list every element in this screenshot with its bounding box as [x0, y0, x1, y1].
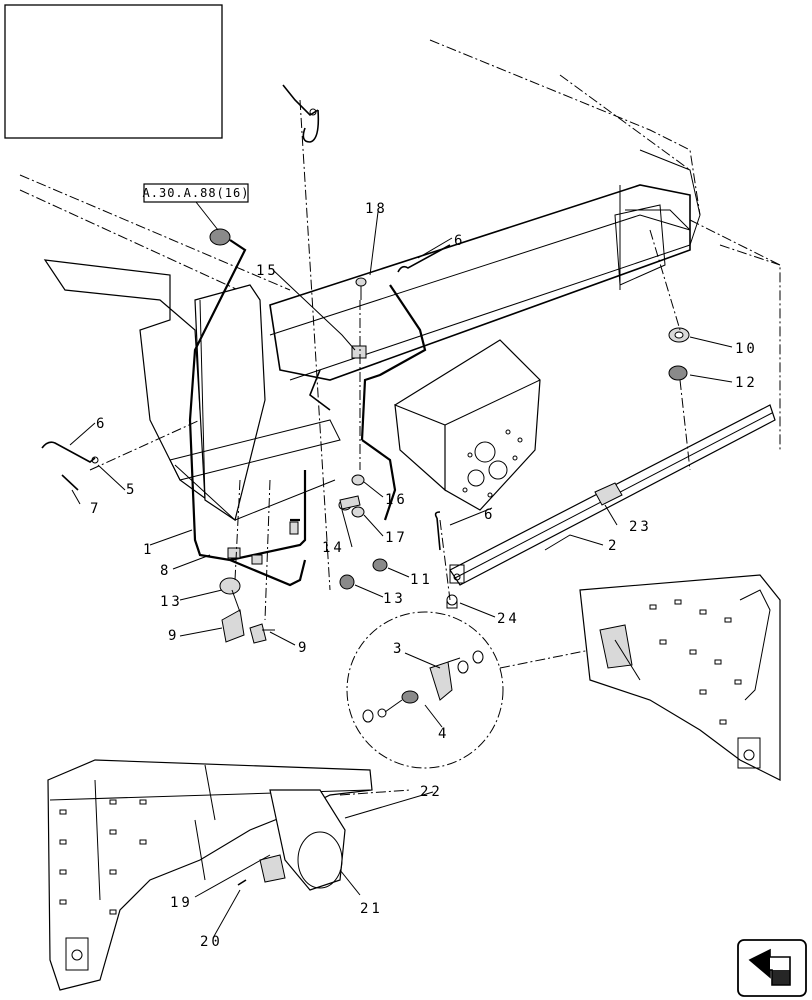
bolt-9a — [221, 589, 245, 643]
callout-19: 19 — [170, 895, 193, 911]
callout-12: 12 — [735, 375, 758, 391]
callout-11: 11 — [410, 572, 433, 588]
callout-10: 10 — [735, 341, 758, 357]
washer-13a — [219, 577, 241, 595]
title-box — [4, 4, 223, 139]
callout-24: 24 — [497, 611, 520, 627]
reference-tag[interactable]: A.30.A.88(16) — [143, 183, 250, 231]
callout-8: 8 — [160, 563, 171, 579]
pipe-assembly — [188, 228, 307, 587]
callout-6a: 6 — [96, 416, 107, 432]
nut-12 — [668, 365, 688, 381]
detail-view-left — [47, 759, 411, 991]
callout-20: 20 — [200, 934, 223, 950]
detail-circle — [346, 611, 591, 769]
gearbox-housing — [394, 339, 541, 511]
rail-assembly — [446, 404, 776, 609]
hook-top — [282, 84, 320, 143]
hook-lower — [434, 511, 441, 551]
callout-9a: 9 — [168, 628, 179, 644]
callout-13a: 13 — [160, 594, 183, 610]
callout-4: 4 — [438, 726, 449, 742]
main-frame — [19, 39, 781, 450]
hook-right-mid — [397, 244, 451, 273]
callout-14: 14 — [322, 540, 345, 556]
callout-21: 21 — [360, 901, 383, 917]
bolt-9b — [249, 623, 275, 644]
nut-11 — [372, 558, 388, 572]
callout-9b: 9 — [298, 640, 309, 656]
washer-10 — [668, 327, 690, 343]
callout-2: 2 — [608, 538, 619, 554]
pin-20 — [237, 879, 247, 886]
clamp-15 — [351, 345, 367, 359]
callout-23: 23 — [629, 519, 652, 535]
callout-7: 7 — [90, 501, 101, 517]
callout-leaders — [69, 211, 733, 939]
callout-15: 15 — [256, 263, 279, 279]
arrow-navigation-icon[interactable] — [737, 939, 807, 997]
left-side-panel — [43, 259, 341, 522]
callout-18: 18 — [365, 201, 388, 217]
leader-lines — [89, 99, 781, 621]
detail-view-right — [579, 574, 781, 781]
callout-5: 5 — [126, 482, 137, 498]
callout-16: 16 — [385, 492, 408, 508]
bolt-18 — [355, 277, 367, 300]
washers-16-17 — [338, 474, 365, 518]
hook-left — [41, 441, 99, 491]
washer-13b — [339, 574, 355, 590]
callout-6b: 6 — [454, 233, 465, 249]
clip-14 — [339, 495, 361, 510]
callout-17: 17 — [385, 530, 408, 546]
callout-13b: 13 — [383, 591, 406, 607]
callout-labels: 1 2 3 4 5 6 6 6 7 8 9 9 10 11 12 13 13 1… — [90, 201, 758, 950]
callout-22: 22 — [420, 784, 443, 800]
reference-tag-label: A.30.A.88(16) — [143, 186, 250, 200]
callout-1: 1 — [143, 542, 154, 558]
callout-6c: 6 — [484, 507, 495, 523]
callout-3: 3 — [393, 641, 404, 657]
clamps-lower — [227, 521, 299, 565]
